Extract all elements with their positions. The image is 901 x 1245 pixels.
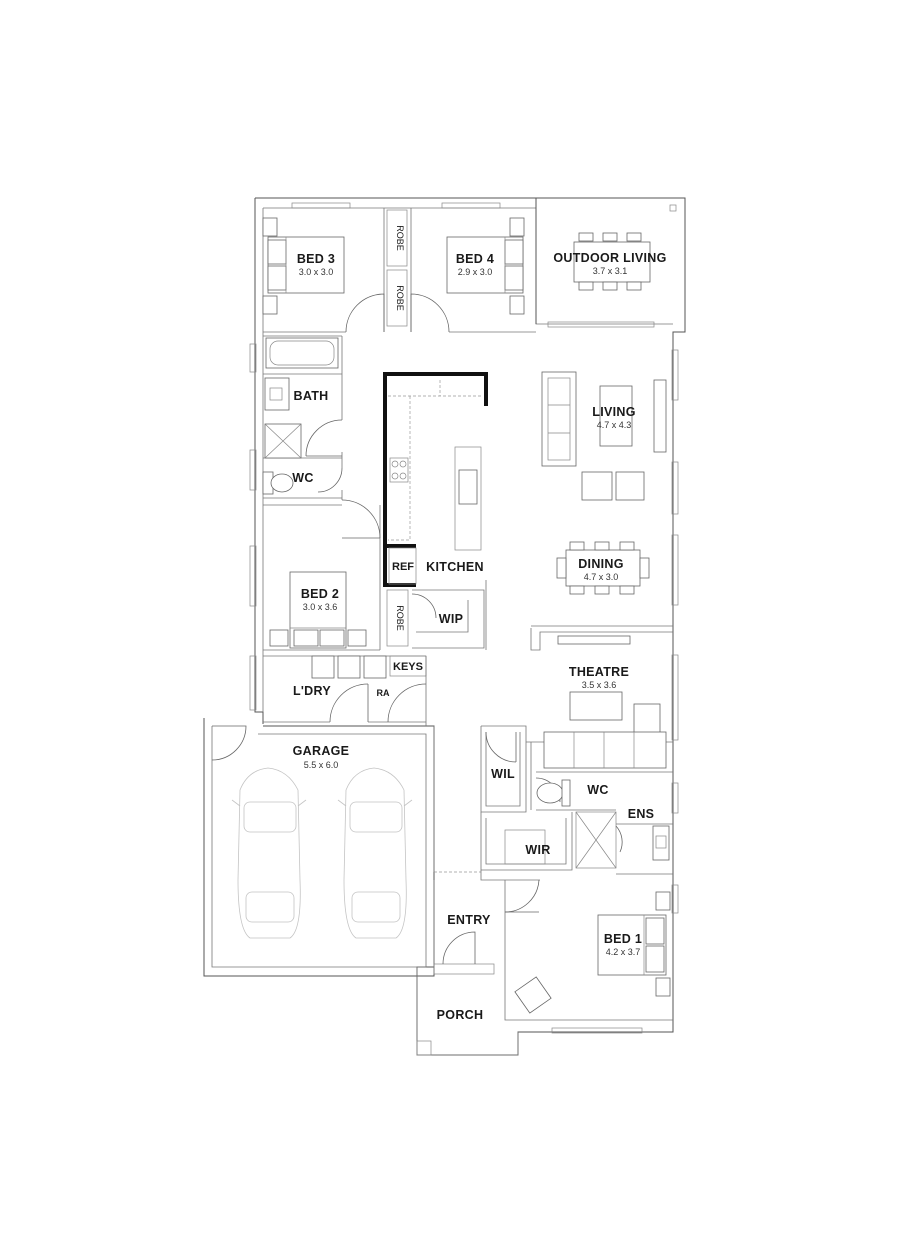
interior-walls	[263, 208, 673, 1021]
bed1-dim: 4.2 x 3.7	[606, 947, 641, 957]
outdoor-dim: 3.7 x 3.1	[593, 266, 628, 276]
bed4-dim: 2.9 x 3.0	[458, 267, 493, 277]
bed3-name: BED 3	[297, 252, 335, 266]
living-dim: 4.7 x 4.3	[597, 420, 632, 430]
porch-name: PORCH	[437, 1008, 484, 1022]
outdoor-name: OUTDOOR LIVING	[553, 251, 666, 265]
wc-name: WC	[292, 471, 313, 485]
bath-name: BATH	[294, 389, 329, 403]
theatre-dim: 3.5 x 3.6	[582, 680, 617, 690]
living-name: LIVING	[592, 405, 635, 419]
dining-name: DINING	[578, 557, 624, 571]
entry-name: ENTRY	[447, 913, 491, 927]
theatre-name: THEATRE	[569, 665, 629, 679]
dining-dim: 4.7 x 3.0	[584, 572, 619, 582]
ref-name: REF	[392, 561, 414, 573]
robe2-name: ROBE	[395, 285, 405, 311]
ens-name: ENS	[628, 807, 655, 821]
exterior-walls	[203, 197, 686, 1056]
kitchen-name: KITCHEN	[426, 560, 484, 574]
bed1-name: BED 1	[604, 932, 642, 946]
keys-name: KEYS	[393, 661, 423, 673]
windows	[249, 202, 679, 1034]
ldry-name: L'DRY	[293, 684, 331, 698]
robe1-name: ROBE	[395, 225, 405, 251]
furniture	[231, 217, 671, 1014]
ra-name: RA	[377, 688, 390, 698]
wir-name: WIR	[525, 843, 550, 857]
bed2-dim: 3.0 x 3.6	[303, 602, 338, 612]
robe3-name: ROBE	[395, 605, 405, 631]
wc-ens-name: WC	[587, 783, 608, 797]
garage-name: GARAGE	[293, 744, 350, 758]
wil-name: WIL	[491, 767, 515, 781]
car-right	[337, 767, 413, 939]
room-labels: BED 3 3.0 x 3.0 BED 4 2.9 x 3.0 OUTDOOR …	[292, 225, 666, 1022]
bed2-name: BED 2	[301, 587, 339, 601]
bed4-name: BED 4	[456, 252, 494, 266]
garage-dim: 5.5 x 6.0	[304, 760, 339, 770]
bed3-dim: 3.0 x 3.0	[299, 267, 334, 277]
wip-name: WIP	[439, 612, 464, 626]
car-left	[231, 767, 307, 939]
